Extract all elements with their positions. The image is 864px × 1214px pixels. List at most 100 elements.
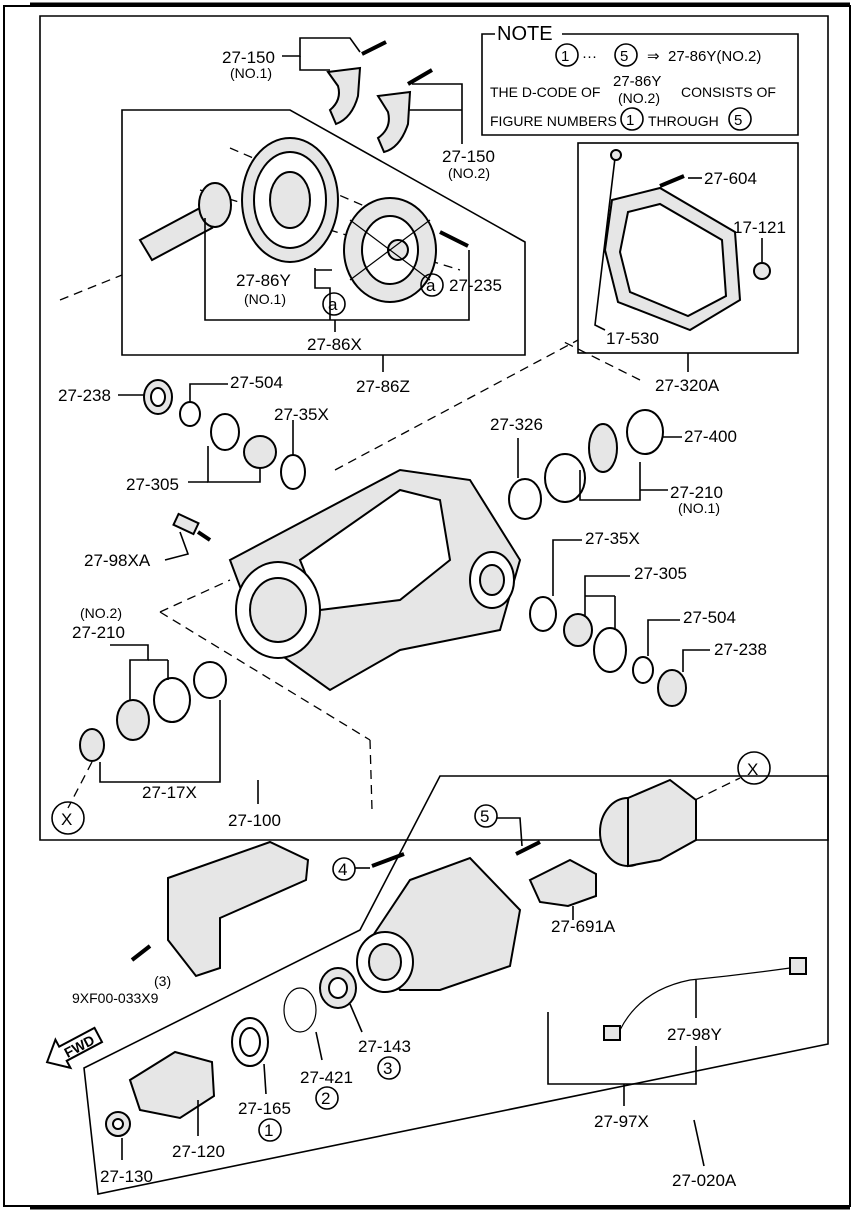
label-9XF00-qty: (3) <box>154 973 171 989</box>
race-27-210-left-icon <box>153 677 191 723</box>
label-27-238-top: 27-238 <box>58 386 111 405</box>
note-line3-end: 5 <box>734 112 742 129</box>
label-circle-2: 2 <box>321 1089 330 1108</box>
bearing-race-27-305-icon <box>210 413 240 451</box>
page-frame <box>3 2 851 1210</box>
oil-seal-27-238-right-icon <box>657 669 687 707</box>
label-27-305-top: 27-305 <box>126 475 179 494</box>
note-line2-code: 27-86Y <box>613 73 661 90</box>
label-X-left: X <box>61 810 72 829</box>
label-circle-3: 3 <box>383 1059 392 1078</box>
label-27-210-left-sub: (NO.2) <box>80 605 122 621</box>
label-27-35X-top: 27-35X <box>274 405 329 424</box>
bearing-27-305-right-icon <box>563 613 593 647</box>
label-27-320A: 27-320A <box>655 376 720 395</box>
label-27-98Y: 27-98Y <box>667 1025 722 1044</box>
wiring-harness-icon <box>619 967 791 1031</box>
label-27-235: 27-235 <box>449 276 502 295</box>
bearing-cap-no1-icon <box>326 66 362 126</box>
shim-27-326-icon <box>508 478 542 520</box>
bearing-cap-no2-icon <box>376 90 412 154</box>
note-title: NOTE <box>497 23 553 45</box>
label-27-210-right: 27-210 <box>670 483 723 502</box>
spacer-27-35X-right-icon <box>529 596 557 632</box>
label-circle-1: 1 <box>264 1121 273 1140</box>
label-27-305-right: 27-305 <box>634 564 687 583</box>
label-27-604: 27-604 <box>704 169 757 188</box>
label-27-150-no2-sub: (NO.2) <box>448 165 490 181</box>
sensor-27-98XA: 27-98XA <box>84 512 212 570</box>
bearing-race-27-210-icon <box>544 453 586 503</box>
label-27-210-left: 27-210 <box>72 623 125 642</box>
label-9XF00-033X9: 9XF00-033X9 <box>72 990 159 1006</box>
drain-plug-icon <box>753 262 771 280</box>
note-range-start: 1 <box>561 48 569 65</box>
note-range-end: 5 <box>620 48 628 65</box>
spacer-27-35X-icon <box>280 454 306 490</box>
collapsible-spacer-icon <box>193 661 227 699</box>
label-27-86X: 27-86X <box>307 335 362 354</box>
label-27-120: 27-120 <box>172 1142 225 1161</box>
left-lower-bearings: (NO.2) 27-210 27-17X X 27-100 <box>51 605 281 835</box>
rear-cover-group: 27-604 17-121 17-530 27-320A <box>334 142 799 471</box>
label-27-165: 27-165 <box>238 1099 291 1118</box>
label-27-86Z: 27-86Z <box>356 377 410 396</box>
label-27-238-right: 27-238 <box>714 640 767 659</box>
snap-ring-icon <box>283 987 317 1033</box>
right-upper-bearings: 27-326 27-400 27-210 (NO.1) <box>490 409 737 520</box>
companion-flange-icon <box>528 858 597 908</box>
note-line2-a: THE D-CODE OF <box>490 84 600 100</box>
label-27-150-no1-sub: (NO.1) <box>230 65 272 81</box>
right-lower-bearings: 27-35X 27-305 27-504 27-238 <box>529 529 767 707</box>
label-27-143: 27-143 <box>358 1037 411 1056</box>
note-line3-b: THROUGH <box>648 113 719 129</box>
shim-27-504-icon <box>179 401 201 427</box>
label-27-100: 27-100 <box>228 811 281 830</box>
bearing-27-210-left-icon <box>116 699 150 741</box>
label-27-210-right-sub: (NO.1) <box>678 500 720 516</box>
fwd-arrow-icon: FWD <box>45 1026 104 1070</box>
label-a-circle-2: a <box>426 276 436 295</box>
lower-assembly: X 27-691A 5 4 (3) 9XF00-033X9 27-143 3 <box>45 751 807 1190</box>
label-27-691A: 27-691A <box>551 917 616 936</box>
label-27-504-right: 27-504 <box>683 608 736 627</box>
bearing-27-305-icon <box>243 435 277 469</box>
label-27-17X: 27-17X <box>142 783 197 802</box>
mount-bracket-icon <box>167 840 310 978</box>
seal-27-17X-icon <box>79 728 105 762</box>
note-line2-code-sub: (NO.2) <box>618 90 660 106</box>
label-27-86Y-sub: (NO.1) <box>244 291 286 307</box>
label-27-86Y: 27-86Y <box>236 271 291 290</box>
note-range-sep: ··· <box>582 48 597 65</box>
note-line2-b: CONSISTS OF <box>681 84 776 100</box>
race-27-305-right-icon <box>593 627 627 673</box>
shim-27-504-right-icon <box>632 656 654 684</box>
label-27-97X: 27-97X <box>594 1112 649 1131</box>
label-17-530: 17-530 <box>606 329 659 348</box>
label-27-35X-right: 27-35X <box>585 529 640 548</box>
label-17-121: 17-121 <box>733 218 786 237</box>
differential-group: 27-86Y (NO.1) a a 27-235 27-86X 27-86Z <box>59 109 526 396</box>
bearing-27-210-icon <box>588 423 618 473</box>
label-a-circle-1: a <box>328 295 338 314</box>
label-circle-4: 4 <box>338 860 347 879</box>
label-X-right: X <box>747 760 758 779</box>
label-27-150-no2: 27-150 <box>442 147 495 166</box>
note-target: 27-86Y(NO.2) <box>668 48 761 65</box>
drive-flange-icon <box>128 1050 216 1120</box>
label-27-504-top: 27-504 <box>230 373 283 392</box>
label-27-150-no1: 27-150 <box>222 48 275 67</box>
differential-housing <box>159 468 522 811</box>
note-arrow: ⇒ <box>647 48 660 65</box>
note-box: NOTE 1 ··· 5 ⇒ 27-86Y(NO.2) THE D-CODE O… <box>481 23 799 136</box>
label-27-400: 27-400 <box>684 427 737 446</box>
speed-sensor-icon <box>172 512 200 536</box>
label-27-020A: 27-020A <box>672 1171 737 1190</box>
shim-27-400-icon <box>626 409 664 455</box>
note-line3-start: 1 <box>626 112 634 129</box>
pinion-gear-icon <box>138 206 214 262</box>
upper-left-bearings: 27-238 27-504 27-35X 27-305 <box>58 373 329 494</box>
label-27-98XA: 27-98XA <box>84 551 151 570</box>
label-27-130: 27-130 <box>100 1167 153 1186</box>
